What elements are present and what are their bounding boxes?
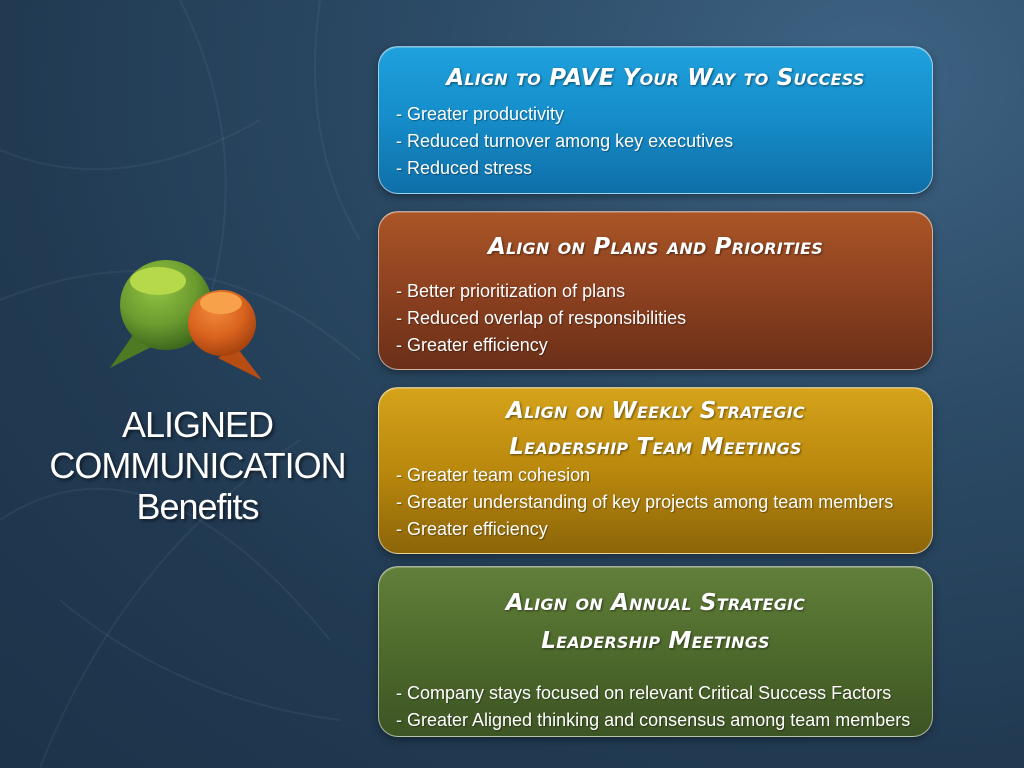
benefit-card-annual-meetings: Align on Annual Strategic Leadership Mee…	[378, 566, 933, 737]
list-item: - Reduced stress	[396, 158, 533, 178]
list-item: - Greater understanding of key projects …	[396, 492, 894, 512]
card-title: Align to PAVE Your Way to Success	[379, 47, 932, 96]
side-title: ALIGNED COMMUNICATION Benefits	[20, 404, 375, 527]
card-title-line: Leadership Team Meetings	[509, 434, 802, 460]
card-title-line: Align to PAVE Your Way to Success	[446, 65, 865, 91]
benefit-list: - Company stays focused on relevant Crit…	[379, 680, 932, 734]
side-title-line-1: ALIGNED	[121, 404, 274, 445]
list-item: - Company stays focused on relevant Crit…	[396, 683, 892, 703]
card-title-line: Align on Weekly Strategic	[506, 398, 805, 424]
card-title-line: Leadership Meetings	[541, 628, 770, 654]
benefit-list: - Greater productivity - Reduced turnove…	[379, 101, 932, 182]
benefit-list: - Greater team cohesion - Greater unders…	[379, 462, 932, 543]
benefit-card-plans-priorities: Align on Plans and Priorities - Better p…	[378, 211, 933, 370]
list-item: - Greater efficiency	[396, 519, 548, 539]
card-title-line: Align on Plans and Priorities	[487, 234, 824, 260]
speech-bubbles-icon	[110, 260, 262, 380]
list-item: - Reduced turnover among key executives	[396, 131, 734, 151]
side-title-line-2: COMMUNICATION	[49, 445, 346, 486]
list-item: - Greater productivity	[396, 104, 565, 124]
benefit-list: - Better prioritization of plans - Reduc…	[379, 278, 932, 359]
card-title-line: Align on Annual Strategic	[505, 590, 806, 616]
card-title: Align on Annual Strategic Leadership Mee…	[379, 567, 932, 660]
list-item: - Greater team cohesion	[396, 465, 591, 485]
card-title: Align on Weekly Strategic Leadership Tea…	[379, 388, 932, 465]
benefit-card-weekly-meetings: Align on Weekly Strategic Leadership Tea…	[378, 387, 933, 554]
card-title: Align on Plans and Priorities	[379, 212, 932, 265]
list-item: - Greater efficiency	[396, 335, 548, 355]
list-item: - Reduced overlap of responsibilities	[396, 308, 687, 328]
list-item: - Better prioritization of plans	[396, 281, 626, 301]
benefit-card-pave: Align to PAVE Your Way to Success - Grea…	[378, 46, 933, 194]
side-title-line-3: Benefits	[136, 486, 259, 527]
list-item: - Greater Aligned thinking and consensus…	[396, 710, 911, 730]
